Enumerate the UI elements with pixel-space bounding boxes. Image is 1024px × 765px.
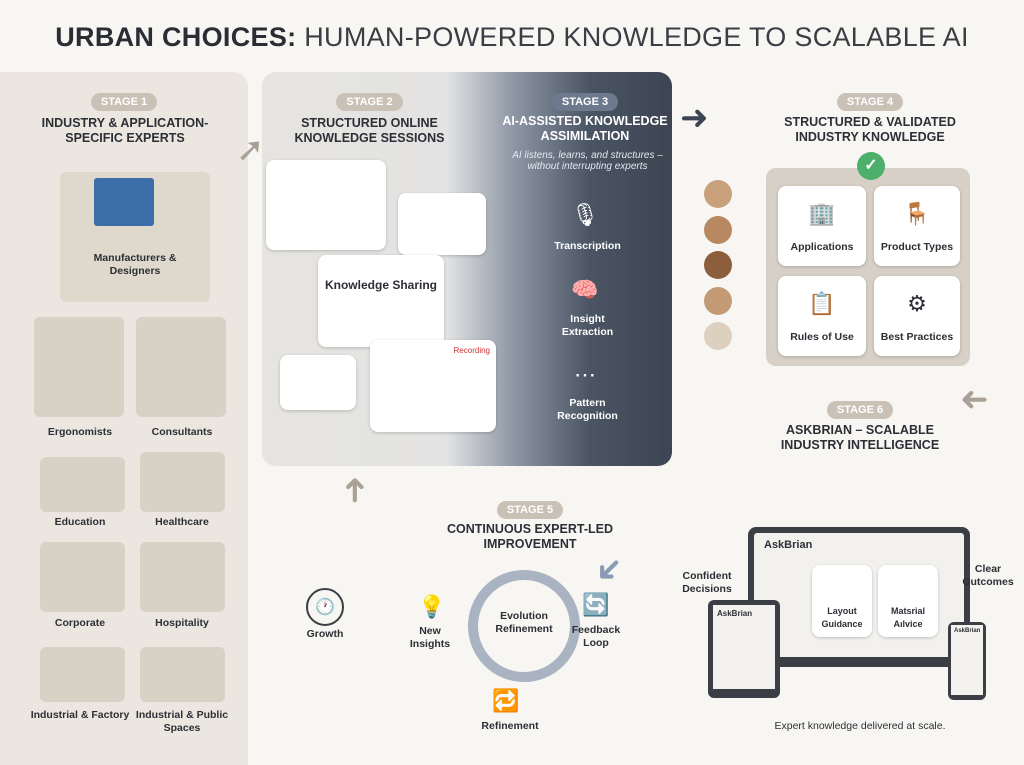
stage1-panel: STAGE 1 INDUSTRY & APPLICATION-SPECIFIC …	[0, 72, 248, 765]
evolution-refinement-label: Evolution Refinement	[495, 610, 553, 635]
rules-of-use-card[interactable]: 📋 Rules of Use	[778, 276, 866, 356]
product-types-card[interactable]: 🪑 Product Types	[874, 186, 960, 266]
clock-icon: 🕐	[306, 588, 344, 626]
stage2-badge: STAGE 2	[336, 93, 403, 111]
transcription-label: Transcription	[554, 240, 621, 252]
material-advice-tile[interactable]: Matsrial Aılvice	[890, 606, 925, 629]
monitor: AskBrian Layout Guidance Matsrial Aılvic…	[748, 527, 970, 667]
rules-of-use-label: Rules of Use	[790, 331, 854, 343]
brain-icon: 🧠	[571, 277, 599, 302]
title-subtitle: HUMAN-POWERED KNOWLEDGE TO SCALABLE AI	[304, 22, 969, 52]
knowledge-sharing-label: Knowledge Sharing	[324, 278, 437, 292]
arrow-to-stage4-icon: ➜	[680, 99, 709, 137]
refinement-label: Refinement	[481, 720, 539, 732]
stage6-badge: STAGE 6	[826, 401, 894, 419]
confident-decisions-label: Confident Decisions	[682, 570, 732, 595]
consultants-label: Consultants	[151, 426, 213, 438]
new-insights-label: New Insights	[409, 625, 451, 650]
tablet: AskBrian	[708, 600, 780, 698]
sync-icon: 🔄	[582, 592, 610, 617]
stage5-badge: STAGE 5	[496, 501, 564, 519]
factory-icon	[40, 647, 125, 702]
best-practices-card[interactable]: ⚙ Best Practices	[874, 276, 960, 356]
stage1-title: INDUSTRY & APPLICATION-SPECIFIC EXPERTS	[41, 116, 209, 145]
ergonomists-label: Ergonomists	[47, 426, 113, 438]
buildings-icon: 🏢	[808, 200, 836, 226]
feedback-loop-label: Feedback Loop	[571, 624, 621, 649]
askbrian-logo: AskBrian	[764, 539, 813, 551]
desk-icon: 🪑	[903, 200, 931, 226]
blueprint-icon	[94, 178, 154, 226]
hospitality-icon	[140, 542, 225, 612]
stage3-subtitle: AI listens, learns, and structures – wit…	[512, 150, 663, 172]
clipboard-icon: 📋	[808, 290, 836, 316]
stage1-badge: STAGE 1	[90, 93, 158, 111]
avatar	[704, 322, 732, 350]
corporate-label: Corporate	[54, 617, 106, 629]
knowledge-sharing-card: Knowledge Sharing	[318, 255, 444, 347]
corporate-icon	[40, 542, 125, 612]
ergonomists-illustration	[34, 317, 124, 417]
arrow-stage1-to-2-icon: ➚	[236, 131, 265, 169]
lightbulb-icon: 💡	[418, 594, 446, 619]
avatar	[704, 286, 732, 315]
layout-guidance-tile[interactable]: Layout Guidance	[821, 606, 863, 629]
insight-extraction-label: Insight Extraction	[561, 313, 614, 338]
applications-label: Applications	[790, 241, 854, 253]
stage2-title: STRUCTURED ONLINE KNOWLEDGE SESSIONS	[294, 116, 445, 145]
stage6-title: ASKBRIAN – SCALABLE INDUSTRY INTELLIGENC…	[780, 423, 940, 452]
best-practices-label: Best Practices	[880, 331, 954, 343]
phone-askbrian-label: AskBrian	[951, 625, 983, 695]
title-brand: URBAN CHOICES:	[55, 22, 297, 52]
refresh-icon: 🔁	[492, 688, 520, 713]
growth-label: Growth	[306, 628, 344, 640]
experts-illustration	[60, 172, 210, 302]
microphone-icon: 🎙	[571, 202, 599, 227]
public-spaces-label: Industrial & Public Spaces	[135, 709, 229, 734]
recording-indicator: Recording	[453, 346, 490, 355]
stage3-badge: STAGE 3	[551, 93, 619, 111]
clear-outcomes-label: Clear Outcomes	[962, 563, 1014, 588]
healthcare-label: Healthcare	[155, 516, 209, 528]
education-icon	[40, 457, 125, 512]
pattern-recognition-label: Pattern Recognition	[557, 397, 618, 422]
stage4-title: STRUCTURED & VALIDATED INDUSTRY KNOWLEDG…	[784, 115, 956, 144]
stage3-title: AI-ASSISTED KNOWLEDGE ASSIMILATION	[502, 114, 668, 143]
gear-star-icon: ⚙	[907, 290, 927, 316]
avatar	[704, 180, 732, 208]
page-title: URBAN CHOICES: HUMAN-POWERED KNOWLEDGE T…	[0, 22, 1024, 53]
pattern-icon: ⋯	[574, 362, 596, 387]
phone: AskBrian	[948, 622, 986, 700]
stage4-badge: STAGE 4	[836, 93, 904, 111]
healthcare-icon	[140, 452, 225, 512]
avatar	[704, 215, 732, 244]
cycle-ring	[468, 570, 580, 682]
check-icon: ✓	[857, 152, 885, 180]
manufacturers-label: Manufacturers & Designers	[93, 252, 177, 277]
recording-window: Recording	[370, 340, 496, 432]
education-label: Education	[54, 516, 106, 528]
arrow-stage6-to-5-icon: ➜	[585, 546, 633, 594]
arrow-stage4-to-6-icon: ➜	[960, 381, 989, 419]
applications-card[interactable]: 🏢 Applications	[778, 186, 866, 266]
park-icon	[140, 647, 225, 702]
video-call-window	[266, 160, 386, 250]
consultants-illustration	[136, 317, 226, 417]
chart-window	[398, 193, 486, 255]
avatar	[704, 251, 732, 279]
hospitality-label: Hospitality	[155, 617, 209, 629]
stage5-title: CONTINUOUS EXPERT-LED IMPROVEMENT	[447, 522, 613, 551]
stage6-footer: Expert knowledge delivered at scale.	[774, 720, 946, 732]
product-types-label: Product Types	[880, 241, 954, 253]
industrial-factory-label: Industrial & Factory	[30, 709, 130, 721]
arrow-stage5-to-2-icon: ➜	[335, 475, 374, 505]
network-window	[280, 355, 356, 410]
tablet-askbrian-label: AskBrian	[713, 605, 775, 689]
expert-avatars	[704, 180, 732, 350]
